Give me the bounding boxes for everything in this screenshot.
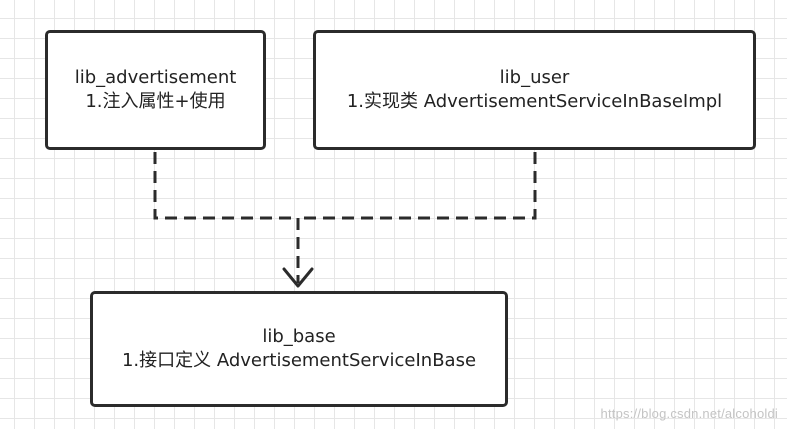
- node-title: lib_advertisement: [74, 67, 237, 88]
- node-note: 1.接口定义 AdvertisementServiceInBase: [121, 350, 477, 371]
- connector-lib-user: [298, 152, 537, 220]
- arrowhead-icon: [282, 267, 314, 288]
- connector-lib-advertisement: [153, 152, 298, 220]
- node-lib-base[interactable]: lib_base 1.接口定义 AdvertisementServiceInBa…: [90, 291, 508, 407]
- node-note: 1.注入属性+使用: [85, 91, 226, 112]
- node-title: lib_base: [262, 326, 336, 347]
- watermark-text: https://blog.csdn.net/alcoholdi: [600, 406, 778, 421]
- node-note: 1.实现类 AdvertisementServiceInBaseImpl: [346, 91, 723, 112]
- node-lib-user[interactable]: lib_user 1.实现类 AdvertisementServiceInBas…: [313, 30, 756, 150]
- node-title: lib_user: [499, 67, 570, 88]
- node-lib-advertisement[interactable]: lib_advertisement 1.注入属性+使用: [45, 30, 266, 150]
